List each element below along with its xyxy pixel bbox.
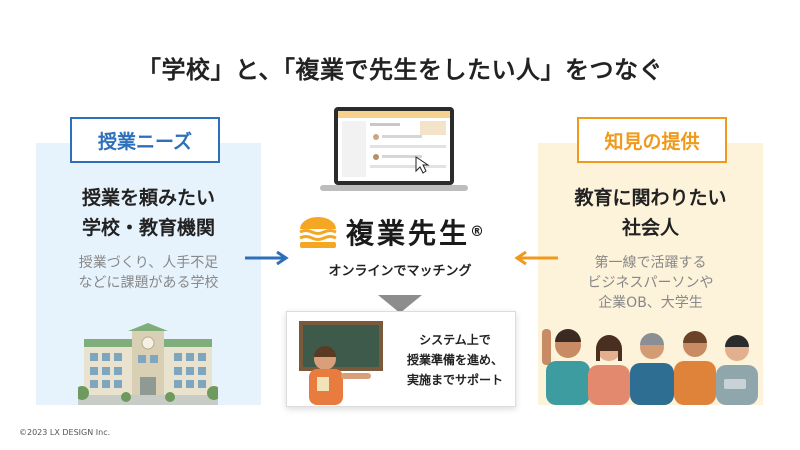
school-description-line2: などに課題がある学校 — [78, 275, 219, 291]
support-box: システム上で 授業準備を進め、 実施までサポート — [286, 311, 516, 407]
school-heading: 授業を頼みたい 学校・教育機関 — [36, 183, 261, 243]
down-arrow-icon — [378, 295, 422, 313]
professionals-description-line3: 企業OB、大学生 — [598, 295, 703, 311]
school-building-illustration — [78, 323, 218, 405]
logo-text: 複業先生 — [346, 217, 471, 250]
tagline: オンラインでマッチング — [328, 264, 472, 279]
professionals-heading-line1: 教育に関わりたい — [574, 187, 727, 209]
teacher-illustration — [299, 321, 383, 405]
registered-mark: ® — [470, 224, 485, 240]
people-illustration — [542, 329, 758, 405]
arrow-left-icon — [514, 251, 558, 265]
support-text-line2: 授業準備を進め、 — [406, 353, 503, 367]
school-heading-line2: 学校・教育機関 — [81, 217, 215, 239]
school-description: 授業づくり、人手不足 などに課題がある学校 — [36, 253, 261, 293]
knowledge-sharing-badge: 知見の提供 — [577, 117, 727, 163]
school-description-line1: 授業づくり、人手不足 — [78, 255, 219, 271]
page-title: 「学校」と、「複業で先生をしたい人」をつなぐ — [136, 56, 664, 84]
professionals-description-line1: 第一線で活躍する — [594, 255, 707, 271]
laptop-screen-illustration — [320, 107, 468, 191]
support-text-line3: 実施までサポート — [406, 373, 503, 387]
fukugyo-sensei-logo: 複業先生® — [298, 212, 484, 252]
professionals-heading: 教育に関わりたい 社会人 — [538, 183, 763, 243]
logo-mark-icon — [299, 217, 337, 248]
professionals-panel: 教育に関わりたい 社会人 第一線で活躍する ビジネスパーソンや 企業OB、大学生 — [538, 143, 763, 405]
support-text: システム上で 授業準備を進め、 実施までサポート — [397, 330, 513, 390]
school-panel: 授業を頼みたい 学校・教育機関 授業づくり、人手不足 などに課題がある学校 — [36, 143, 261, 405]
professionals-heading-line2: 社会人 — [621, 217, 679, 239]
support-text-line1: システム上で — [419, 333, 491, 347]
arrow-right-icon — [245, 251, 289, 265]
class-needs-badge: 授業ニーズ — [70, 117, 220, 163]
school-heading-line1: 授業を頼みたい — [81, 187, 215, 209]
professionals-description-line2: ビジネスパーソンや — [587, 275, 714, 291]
copyright: ©2023 LX DESIGN Inc. — [19, 428, 111, 437]
professionals-description: 第一線で活躍する ビジネスパーソンや 企業OB、大学生 — [538, 253, 763, 313]
